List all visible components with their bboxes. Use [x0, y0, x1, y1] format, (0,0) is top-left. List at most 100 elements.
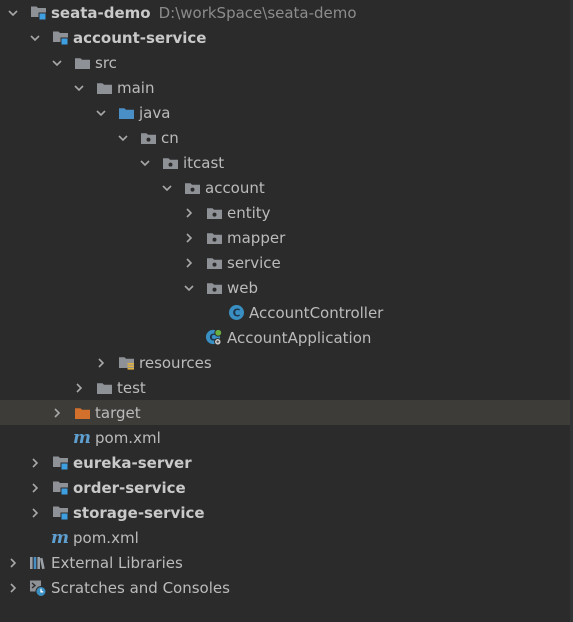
libraries-icon [29, 555, 47, 571]
maven-glyph: m [51, 527, 69, 548]
module-folder-icon [51, 30, 69, 46]
chevron-down-icon[interactable] [94, 106, 108, 120]
source-folder-icon [117, 105, 135, 121]
tree-node-label: storage-service [73, 503, 205, 522]
tree-node-web[interactable]: web [0, 275, 573, 300]
tree-node-label: target [95, 403, 141, 422]
chevron-down-icon[interactable] [182, 281, 196, 295]
chevron-right-icon[interactable] [72, 381, 86, 395]
tree-spacer [28, 531, 42, 545]
chevron-right-icon[interactable] [50, 406, 64, 420]
folder-icon [73, 55, 91, 71]
tree-node-label: service [227, 253, 281, 272]
chevron-down-icon[interactable] [138, 156, 152, 170]
package-icon [183, 180, 201, 196]
maven-icon: m [51, 527, 69, 548]
tree-node-label: pom.xml [95, 428, 161, 447]
tree-node-label: pom.xml [73, 528, 139, 547]
tree-spacer [204, 306, 218, 320]
tree-node-main[interactable]: main [0, 75, 573, 100]
chevron-right-icon[interactable] [182, 256, 196, 270]
tree-node-service[interactable]: service [0, 250, 573, 275]
tree-node-account[interactable]: account [0, 175, 573, 200]
tree-node-label: Scratches and Consoles [51, 578, 230, 597]
tree-node-label: External Libraries [51, 553, 183, 572]
tree-node-mapper[interactable]: mapper [0, 225, 573, 250]
package-icon [205, 255, 223, 271]
tree-node-label: seata-demo [51, 3, 151, 22]
tree-node-label: AccountApplication [227, 328, 372, 347]
chevron-right-icon[interactable] [6, 556, 20, 570]
tree-node-label: web [227, 278, 259, 297]
chevron-right-icon[interactable] [28, 456, 42, 470]
tree-spacer [182, 331, 196, 345]
folder-icon [95, 380, 113, 396]
tree-node-storage-service[interactable]: storage-service [0, 500, 573, 525]
package-icon [205, 230, 223, 246]
tree-node-label: test [117, 378, 146, 397]
tree-node-eureka-server[interactable]: eureka-server [0, 450, 573, 475]
tree-node-account-service[interactable]: account-service [0, 25, 573, 50]
chevron-right-icon[interactable] [28, 506, 42, 520]
tree-node-resources[interactable]: resources [0, 350, 573, 375]
tree-node-label: main [117, 78, 155, 97]
tree-node-label: eureka-server [73, 453, 192, 472]
excluded-folder-icon [73, 405, 91, 421]
tree-node-AccountApplication[interactable]: C AccountApplication [0, 325, 573, 350]
tree-node-label: resources [139, 353, 212, 372]
tree-node-label: cn [161, 128, 179, 147]
tree-node-label: entity [227, 203, 271, 222]
chevron-right-icon[interactable] [182, 206, 196, 220]
chevron-down-icon[interactable] [50, 56, 64, 70]
chevron-down-icon[interactable] [160, 181, 174, 195]
folder-icon [95, 80, 113, 96]
tree-node-target[interactable]: target [0, 400, 573, 425]
tree-node-itcast[interactable]: itcast [0, 150, 573, 175]
class-icon: C [227, 305, 245, 321]
tree-node-label: order-service [73, 478, 186, 497]
chevron-down-icon[interactable] [6, 6, 20, 20]
tree-node-src[interactable]: src [0, 50, 573, 75]
package-icon [139, 130, 157, 146]
maven-icon: m [73, 427, 91, 448]
tree-node-AccountController[interactable]: C AccountController [0, 300, 573, 325]
project-path: D:\workSpace\seata-demo [158, 3, 357, 22]
resources-folder-icon [117, 355, 135, 371]
tree-node-label: account [205, 178, 265, 197]
chevron-down-icon[interactable] [28, 31, 42, 45]
tree-node-entity[interactable]: entity [0, 200, 573, 225]
module-folder-icon [51, 455, 69, 471]
package-icon [205, 280, 223, 296]
tree-node-label: account-service [73, 28, 207, 47]
chevron-down-icon[interactable] [116, 131, 130, 145]
tree-node-test[interactable]: test [0, 375, 573, 400]
tree-node-scratches[interactable]: Scratches and Consoles [0, 575, 573, 600]
chevron-right-icon[interactable] [28, 481, 42, 495]
scratches-icon [29, 580, 47, 597]
tree-node-label: AccountController [249, 303, 384, 322]
tree-node-cn[interactable]: cn [0, 125, 573, 150]
chevron-right-icon[interactable] [6, 581, 20, 595]
tree-node-seata-demo[interactable]: seata-demo D:\workSpace\seata-demo [0, 0, 573, 25]
tree-node-order-service[interactable]: order-service [0, 475, 573, 500]
chevron-down-icon[interactable] [72, 81, 86, 95]
package-icon [205, 205, 223, 221]
module-folder-icon [51, 505, 69, 521]
tree-spacer [50, 431, 64, 445]
tree-node-label: itcast [183, 153, 225, 172]
scrollbar-track[interactable] [570, 0, 573, 622]
tree-node-external-libraries[interactable]: External Libraries [0, 550, 573, 575]
tree-node-java[interactable]: java [0, 100, 573, 125]
svg-text:C: C [209, 333, 216, 344]
chevron-right-icon[interactable] [94, 356, 108, 370]
maven-glyph: m [73, 427, 91, 448]
module-folder-icon [29, 5, 47, 21]
svg-text:C: C [232, 307, 240, 319]
tree-node-label: java [139, 103, 171, 122]
chevron-right-icon[interactable] [182, 231, 196, 245]
tree-node-label: src [95, 53, 117, 72]
tree-node-label: mapper [227, 228, 286, 247]
